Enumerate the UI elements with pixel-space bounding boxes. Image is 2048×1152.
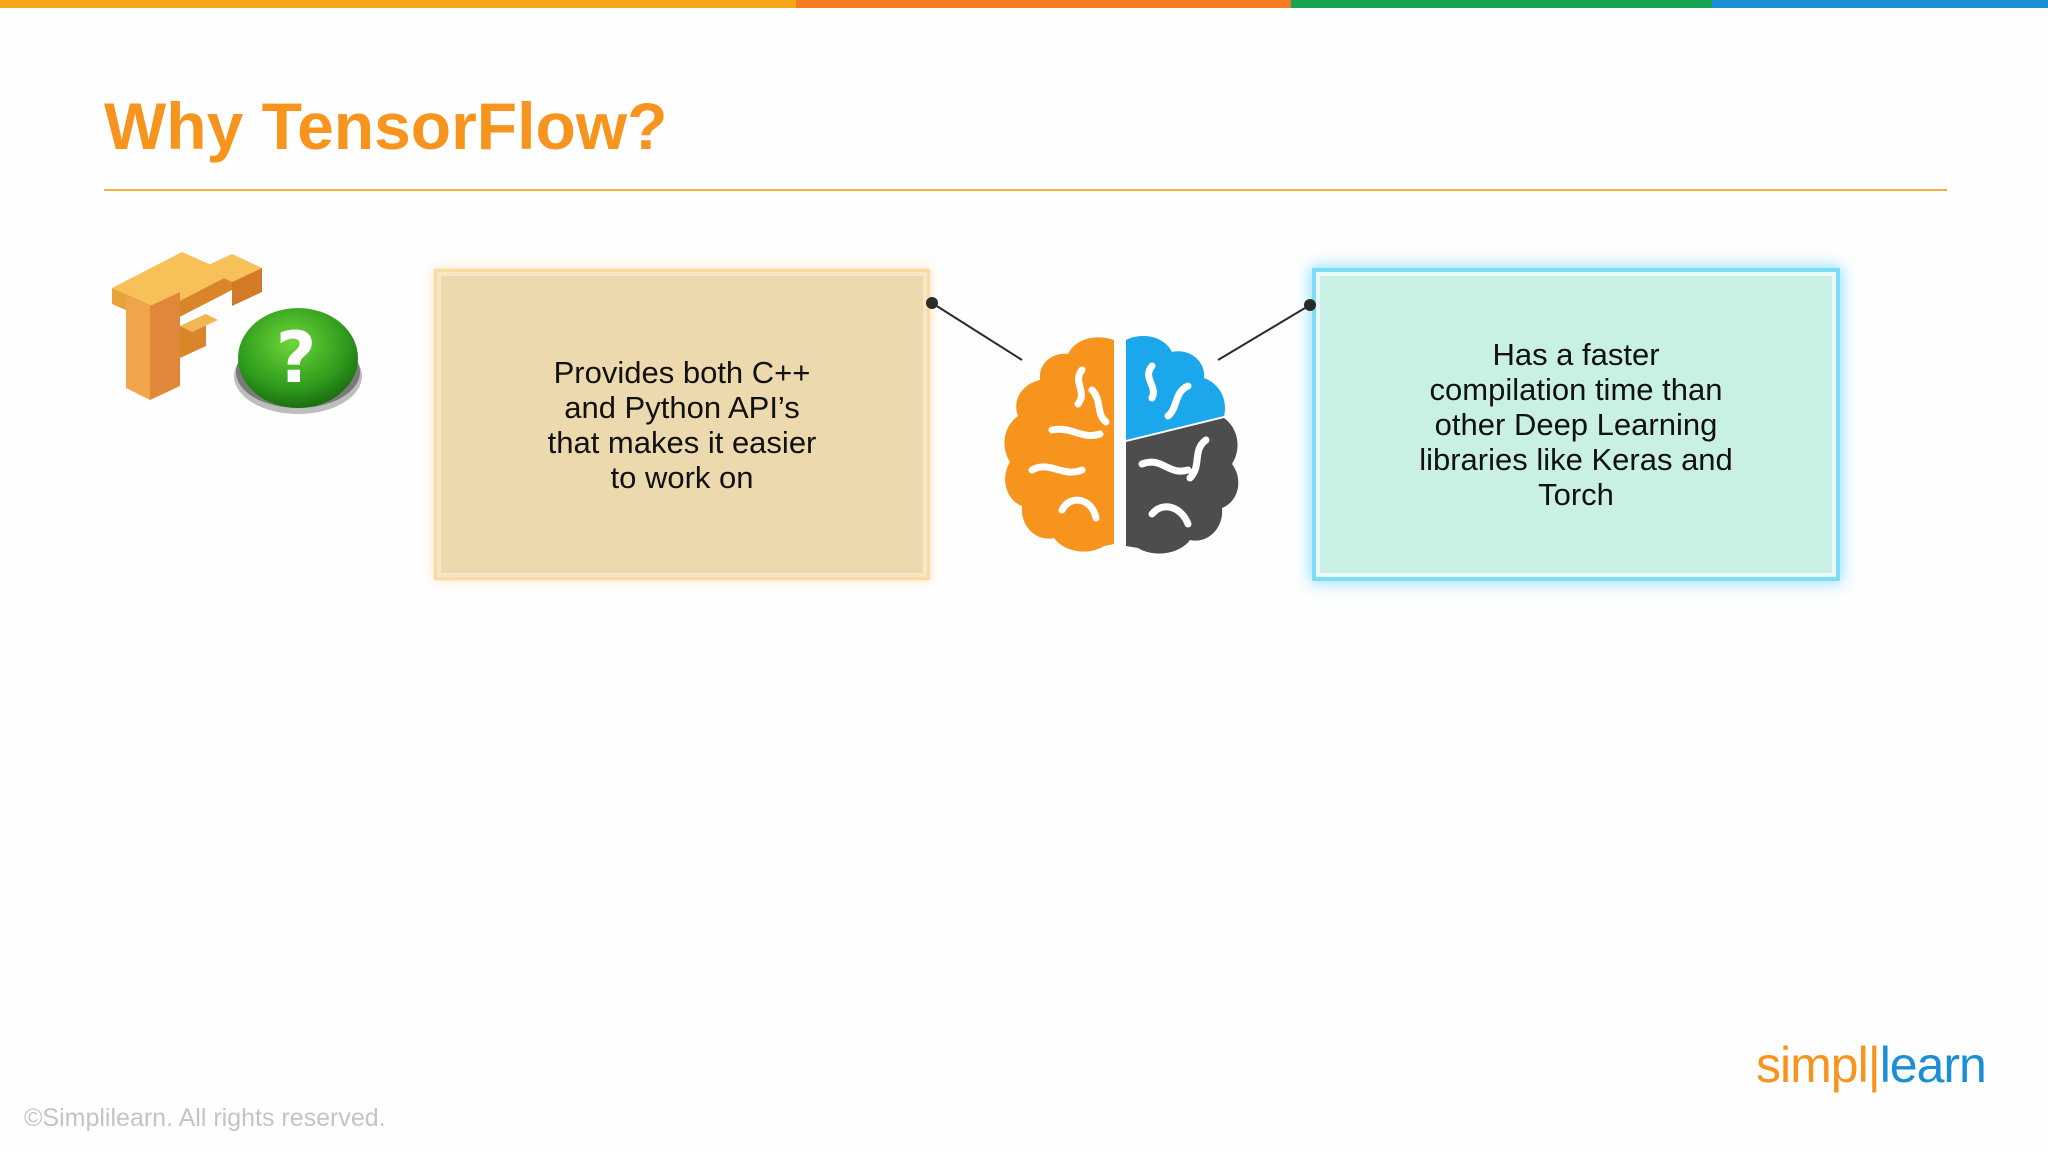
top-color-stripe bbox=[0, 0, 2048, 8]
title-divider bbox=[104, 189, 1947, 191]
slide-title: Why TensorFlow? bbox=[104, 88, 667, 164]
stripe-orange bbox=[796, 0, 1291, 8]
brand-i-icon: | bbox=[1868, 1037, 1880, 1093]
question-mark-button-icon: ? bbox=[232, 300, 364, 418]
simplilearn-logo: simpl|learn bbox=[1756, 1040, 1990, 1112]
copyright-notice: ©Simplilearn. All rights reserved. bbox=[24, 1104, 386, 1133]
brand-part-learn: learn bbox=[1880, 1037, 1986, 1093]
connector-right-dot bbox=[1304, 299, 1316, 311]
feature-card-compilation: Has a faster compilation time than other… bbox=[1316, 272, 1836, 577]
brain-icon bbox=[992, 330, 1248, 560]
feature-card-apis: Provides both C++ and Python API’s that … bbox=[437, 272, 927, 577]
stripe-blue bbox=[1712, 0, 2048, 8]
stripe-green bbox=[1291, 0, 1712, 8]
feature-card-apis-text: Provides both C++ and Python API’s that … bbox=[441, 355, 923, 495]
svg-text:?: ? bbox=[276, 317, 317, 399]
brand-part-simpl: simpl bbox=[1756, 1037, 1868, 1093]
feature-card-compilation-text: Has a faster compilation time than other… bbox=[1320, 337, 1832, 512]
connector-left-dot bbox=[926, 297, 938, 309]
stripe-yellow bbox=[0, 0, 796, 8]
